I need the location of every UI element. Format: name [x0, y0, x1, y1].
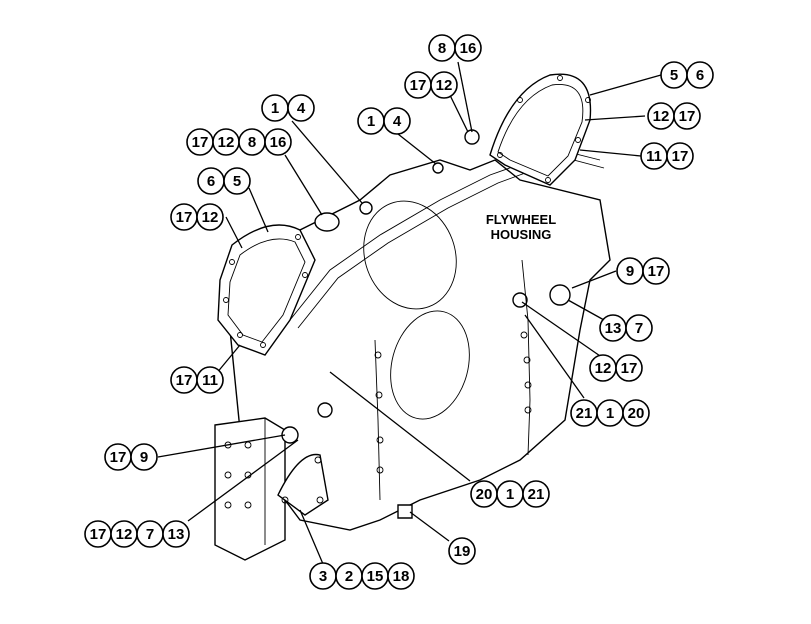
callout-number: 20 [628, 405, 645, 422]
callout-bubble [287, 94, 315, 122]
callout-number: 9 [140, 449, 148, 466]
callout-number: 12 [202, 209, 219, 226]
callout-number: 5 [670, 67, 678, 84]
callout-bubble [196, 203, 224, 231]
callout-number: 4 [297, 100, 306, 117]
callout-bubble [383, 107, 411, 135]
callout-bubble [686, 61, 714, 89]
callout-group: 21 1 20 [570, 399, 650, 427]
leader-lines [157, 61, 662, 565]
callout-group: 3 2 15 18 [309, 562, 415, 590]
callout-number: 21 [576, 405, 593, 422]
callout-number: 17 [176, 209, 193, 226]
callout-number: 21 [528, 486, 545, 503]
callout-group: 17 9 [104, 443, 158, 471]
callout-number: 16 [460, 40, 477, 57]
callout-number: 9 [626, 263, 634, 280]
callout-bubble [264, 128, 292, 156]
callout-group: 17 12 8 16 [186, 128, 292, 156]
callout-number: 13 [605, 320, 622, 337]
callout-number: 1 [367, 113, 375, 130]
callout-number: 15 [367, 568, 384, 585]
callout-bubble [223, 167, 251, 195]
callout-number: 1 [271, 100, 279, 117]
callout-group: 12 17 [589, 354, 643, 382]
callout-number: 17 [648, 263, 665, 280]
callout-number: 8 [438, 40, 446, 57]
callout-number: 12 [436, 77, 453, 94]
callout-bubble [625, 314, 653, 342]
callout-bubble [448, 537, 476, 565]
callout-number: 17 [176, 372, 193, 389]
callout-bubble [162, 520, 190, 548]
callout-number: 12 [653, 108, 670, 125]
callout-number: 17 [90, 526, 107, 543]
callout-group: 13 7 [599, 314, 653, 342]
callout-bubble [622, 399, 650, 427]
callout-number: 12 [595, 360, 612, 377]
callout-number: 7 [635, 320, 643, 337]
callout-bubble [615, 354, 643, 382]
housing-drawing [214, 73, 611, 561]
callout-bubble [454, 34, 482, 62]
callout-group: 20 1 21 [470, 480, 550, 508]
callout-number: 6 [207, 173, 215, 190]
callout-group: 17 12 7 13 [84, 520, 190, 548]
callout-bubble [130, 443, 158, 471]
callout-number: 17 [679, 108, 696, 125]
callout-group: 9 17 [616, 257, 670, 285]
callout-bubble [666, 142, 694, 170]
housing-label-line2: HOUSING [491, 227, 552, 242]
callout-group: 11 17 [640, 142, 694, 170]
callout-number: 7 [146, 526, 154, 543]
callout-bubble [673, 102, 701, 130]
callout-number: 2 [345, 568, 353, 585]
callout-bubble [642, 257, 670, 285]
callout-bubble [430, 71, 458, 99]
callout-number: 1 [606, 405, 614, 422]
callout-number: 17 [192, 134, 209, 151]
callout-number: 12 [116, 526, 133, 543]
housing-label-line1: FLYWHEEL [486, 212, 556, 227]
callout-group: 8 16 [428, 34, 482, 62]
callout-number: 8 [248, 134, 256, 151]
callout-group: 19 [448, 537, 476, 565]
callout-number: 17 [110, 449, 127, 466]
callout-number: 3 [319, 568, 327, 585]
callout-number: 16 [270, 134, 287, 151]
callout-number: 19 [454, 543, 471, 560]
callout-number: 1 [506, 486, 514, 503]
callout-number: 11 [202, 372, 218, 389]
callout-bubble [387, 562, 415, 590]
callout-number: 17 [621, 360, 638, 377]
callout-number: 5 [233, 173, 241, 190]
callout-number: 12 [218, 134, 235, 151]
callout-bubble [196, 366, 224, 394]
callout-number: 17 [672, 148, 689, 165]
callout-group: 12 17 [647, 102, 701, 130]
callout-number: 17 [410, 77, 427, 94]
callout-number: 4 [393, 113, 402, 130]
callout-number: 11 [646, 148, 662, 165]
callout-bubble [522, 480, 550, 508]
callout-number: 18 [393, 568, 410, 585]
callout-number: 6 [696, 67, 704, 84]
callout-number: 13 [168, 526, 185, 543]
callout-number: 20 [476, 486, 493, 503]
